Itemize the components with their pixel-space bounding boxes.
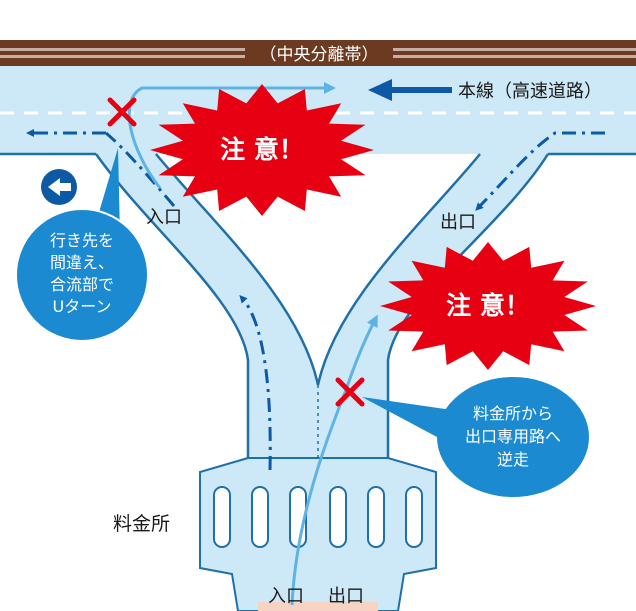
- caution-label-top: 注 意！: [220, 135, 304, 164]
- wrong-turn-line-1: 行き先を: [50, 231, 114, 250]
- median-label: （中央分離帯）: [260, 45, 379, 65]
- wrong-way-callout: [437, 377, 589, 497]
- merge-to-mainline-flow: [105, 131, 176, 207]
- caution-burst-top: [150, 84, 374, 216]
- toll-plaza: [199, 457, 437, 611]
- wrong-way-x-icon: [335, 377, 365, 407]
- bottom-exit-label: 出口: [328, 586, 364, 607]
- wrong-way-line-3: 逆走: [497, 450, 529, 469]
- wrong-turn-line-2: 間違え、: [50, 253, 114, 272]
- entrance-label: 入口: [146, 207, 182, 228]
- exit-flow: [475, 131, 605, 211]
- tollgate-label: 料金所: [113, 513, 170, 535]
- wrong-turn-callout: [15, 208, 149, 342]
- merge-flow: [239, 295, 272, 471]
- u-turn-path: [127, 82, 336, 189]
- exit-label: 出口: [440, 212, 476, 233]
- wrong-turn-line-3: 合流部で: [50, 275, 114, 294]
- wrong-turn-x-icon: [107, 97, 137, 127]
- mainline-label: 本線（高速道路）: [458, 81, 602, 102]
- bottom-entrance-label: 入口: [268, 586, 304, 607]
- wrong-turn-line-4: Uターン: [53, 297, 112, 316]
- wrong-way-callout-tail: [362, 397, 452, 445]
- wrong-way-line-2: 出口専用路へ: [465, 427, 561, 446]
- caution-burst-right: [380, 242, 596, 370]
- wrong-way-line-1: 料金所から: [473, 404, 553, 423]
- wrong-way-path: [290, 314, 378, 606]
- caution-label-right: 注 意！: [446, 291, 530, 320]
